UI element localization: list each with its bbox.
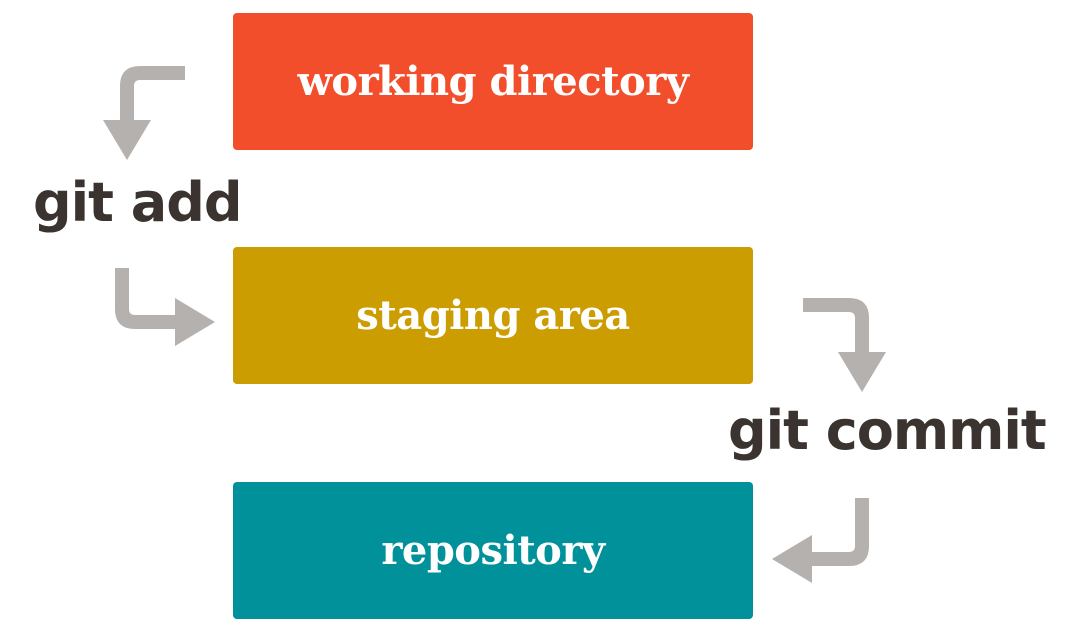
arrow-staging-to-commit-icon: [803, 298, 886, 392]
arrow-add-to-staging-icon: [115, 268, 215, 346]
working-directory-box: working directory: [233, 13, 753, 150]
working-directory-label: working directory: [297, 58, 689, 105]
arrow-working-to-add-icon: [103, 66, 185, 160]
arrow-commit-to-repository-icon: [772, 498, 869, 583]
git-add-label: git add: [33, 171, 243, 234]
staging-area-label: staging area: [356, 292, 630, 339]
staging-area-box: staging area: [233, 247, 753, 384]
repository-label: repository: [381, 527, 605, 574]
repository-box: repository: [233, 482, 753, 619]
git-commit-label: git commit: [728, 399, 1047, 462]
